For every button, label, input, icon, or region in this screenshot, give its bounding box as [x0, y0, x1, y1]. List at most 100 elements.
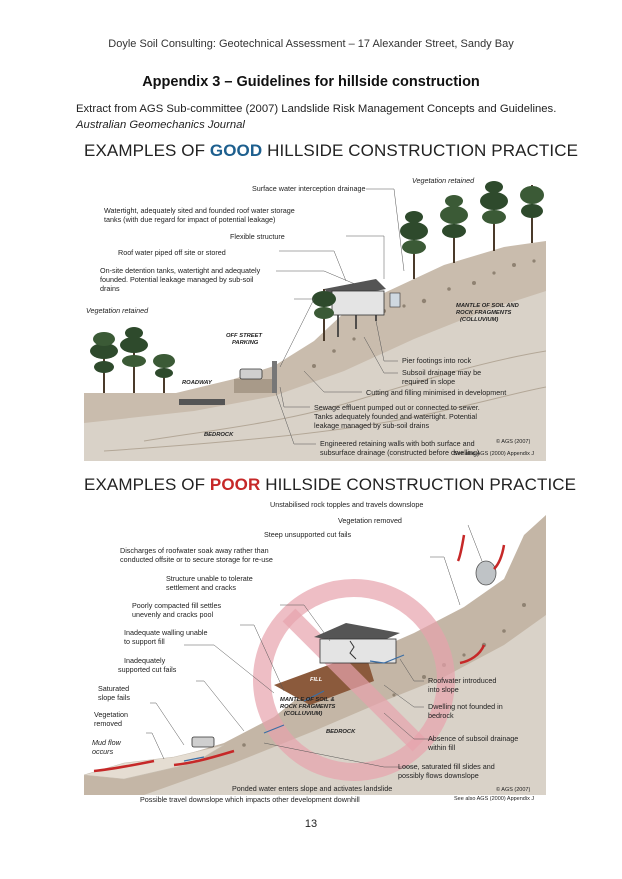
- poor-label-saturated-1: Saturated: [98, 684, 129, 693]
- poor-label-ponded: Ponded water enters slope and activates …: [232, 784, 392, 793]
- poor-movement-arrows: [93, 534, 506, 773]
- poor-label-cut-1: Inadequately: [124, 656, 166, 665]
- poor-label-discharges-1: Discharges of roofwater soak away rather…: [120, 546, 269, 555]
- poor-practice-illustration: Unstabilised rock topples and travels do…: [84, 500, 546, 795]
- poor-copyright: © AGS (2007): [496, 786, 530, 793]
- good-tree-hill-1: [312, 289, 336, 341]
- good-tree-left-2: [120, 327, 148, 393]
- good-tree-hill-4: [480, 181, 508, 251]
- good-tree-hill-2: [400, 211, 428, 279]
- poor-label-saturated-2: slope fails: [98, 693, 130, 702]
- poor-label-discharges-2: conducted offsite or to secure storage f…: [120, 555, 273, 564]
- poor-label-structure-1: Structure unable to tolerate: [166, 574, 253, 583]
- good-label-offstreet-1: OFF STREET: [226, 333, 263, 339]
- good-car: [239, 368, 263, 380]
- good-label-pier: Pier footings into rock: [402, 356, 472, 365]
- good-practice-illustration: Vegetation retained Surface water interc…: [84, 176, 546, 461]
- poor-label-veg-left-2: removed: [94, 719, 122, 728]
- poor-label-veg-top: Vegetation removed: [338, 516, 402, 525]
- good-parking-pad: [234, 379, 272, 393]
- good-label-veg-top: Vegetation retained: [412, 176, 475, 185]
- poor-label-mud-1: Mud flow: [92, 738, 122, 747]
- poor-label-loose-2: possibly flows downslope: [398, 771, 479, 780]
- poor-label-cut-2: supported cut fails: [118, 665, 177, 674]
- poor-toppling-boulder: [475, 560, 497, 586]
- poor-label-mantle-3: (COLLUVIUM): [284, 711, 322, 717]
- poor-label-wall-2: to support fill: [124, 637, 165, 646]
- running-head: Doyle Soil Consulting: Geotechnical Asse…: [108, 38, 514, 50]
- poor-see-also: See also AGS (2000) Appendix J: [454, 796, 535, 802]
- good-label-cutting: Cutting and filling minimised in develop…: [366, 388, 506, 397]
- good-pier-footings: [337, 315, 377, 337]
- good-copyright: © AGS (2007): [496, 438, 530, 445]
- poor-label-poorly-1: Poorly compacted fill settles: [132, 601, 221, 610]
- poor-keyword: POOR: [209, 475, 261, 494]
- good-practice-figure: EXAMPLES OF GOOD HILLSIDE CONSTRUCTION P…: [84, 141, 579, 461]
- good-figure-heading: EXAMPLES OF GOOD HILLSIDE CONSTRUCTION P…: [84, 141, 579, 160]
- poor-label-bedrock: BEDROCK: [326, 729, 356, 735]
- poor-label-unstabilised: Unstabilised rock topples and travels do…: [270, 500, 423, 509]
- good-label-mantle-1: MANTLE OF SOIL AND: [456, 303, 520, 309]
- good-roadway: [179, 399, 225, 405]
- good-label-veg-left: Vegetation retained: [86, 306, 149, 315]
- poor-house-crack: [349, 640, 357, 660]
- good-label-mantle-2: ROCK FRAGMENTS: [456, 310, 512, 316]
- good-tree-left-1: [90, 332, 118, 393]
- good-label-roof-water: Roof water piped off site or stored: [118, 248, 226, 257]
- poor-practice-figure: EXAMPLES OF POOR HILLSIDE CONSTRUCTION P…: [84, 475, 577, 809]
- good-bedrock-layer: [84, 291, 546, 461]
- good-retaining-wall: [272, 361, 277, 393]
- good-label-retaining-1: Engineered retaining walls with both sur…: [320, 439, 475, 448]
- good-water-tank: [389, 292, 401, 308]
- good-label-subsoil-1: Subsoil drainage may be: [402, 368, 481, 377]
- good-label-offstreet-2: PARKING: [232, 340, 259, 346]
- good-house-body: [331, 290, 385, 316]
- good-rock-joint: [143, 350, 546, 442]
- poor-label-absence-1: Absence of subsoil drainage: [428, 734, 518, 743]
- good-label-surface-water: Surface water interception drainage: [252, 184, 365, 193]
- poor-label-absence-2: within fill: [427, 743, 456, 752]
- poor-label-roofwater-1: Roofwater introduced: [428, 676, 496, 685]
- good-see-also: See also AGS (2000) Appendix J: [454, 451, 534, 457]
- appendix-title: Appendix 3 – Guidelines for hillside con…: [142, 74, 480, 90]
- good-label-onsite-2: founded. Potential leakage managed by su…: [100, 275, 254, 284]
- good-label-onsite-1: On-site detention tanks, watertight and …: [100, 266, 261, 275]
- poor-label-mantle-2: ROCK FRAGMENTS: [280, 704, 336, 710]
- good-label-retaining-2: subsurface drainage (constructed before …: [320, 448, 479, 457]
- poor-label-loose-1: Loose, saturated fill slides and: [398, 762, 495, 771]
- good-label-bedrock: BEDROCK: [204, 432, 234, 438]
- poor-label-mud-2: occurs: [92, 747, 114, 756]
- good-label-flexible: Flexible structure: [230, 232, 285, 241]
- poor-car: [191, 736, 215, 748]
- page-number: 13: [304, 818, 318, 830]
- good-label-subsoil-2: required in slope: [402, 377, 455, 386]
- good-label-watertight-1: Watertight, adequately sited and founded…: [104, 206, 295, 215]
- good-label-sewage-3: leakage managed by sub-soil drains: [314, 421, 429, 430]
- poor-figure-heading: EXAMPLES OF POOR HILLSIDE CONSTRUCTION P…: [84, 475, 577, 494]
- good-label-roadway: ROADWAY: [182, 380, 213, 386]
- good-tree-left-3: [153, 354, 175, 393]
- poor-water-arrows: [183, 654, 405, 762]
- poor-house-body: [319, 638, 397, 664]
- poor-leader-lines: [146, 524, 483, 768]
- extract-journal: Australian Geomechanics Journal: [76, 119, 245, 131]
- poor-figure-footer: Possible travel downslope which impacts …: [84, 795, 546, 809]
- poor-label-fill: FILL: [310, 677, 323, 683]
- extract-line-1: Extract from AGS Sub-committee (2007) La…: [76, 103, 557, 115]
- poor-label-poorly-2: unevenly and cracks pool: [132, 610, 214, 619]
- good-label-onsite-3: drains: [100, 284, 120, 293]
- prohibition-symbol: [253, 579, 455, 781]
- poor-label-roofwater-2: into slope: [428, 685, 459, 694]
- poor-label-dwelling-1: Dwelling not founded in: [428, 702, 503, 711]
- good-label-mantle-3: (COLLUVIUM): [460, 317, 498, 323]
- poor-label-structure-2: settlement and cracks: [166, 583, 236, 592]
- poor-bedrock-layer: [144, 615, 546, 795]
- good-rock-joint-2: [103, 386, 546, 452]
- poor-label-steep-cut: Steep unsupported cut fails: [264, 530, 352, 539]
- good-tree-hill-3: [440, 195, 468, 263]
- good-trees: [90, 181, 544, 393]
- good-label-watertight-2: tanks (with due regard for impact of pot…: [104, 215, 275, 224]
- poor-label-wall-1: Inadequate walling unable: [124, 628, 208, 637]
- good-tree-hill-5: [520, 185, 544, 243]
- good-label-sewage-2: Tanks adequately founded and watertight.…: [314, 412, 477, 421]
